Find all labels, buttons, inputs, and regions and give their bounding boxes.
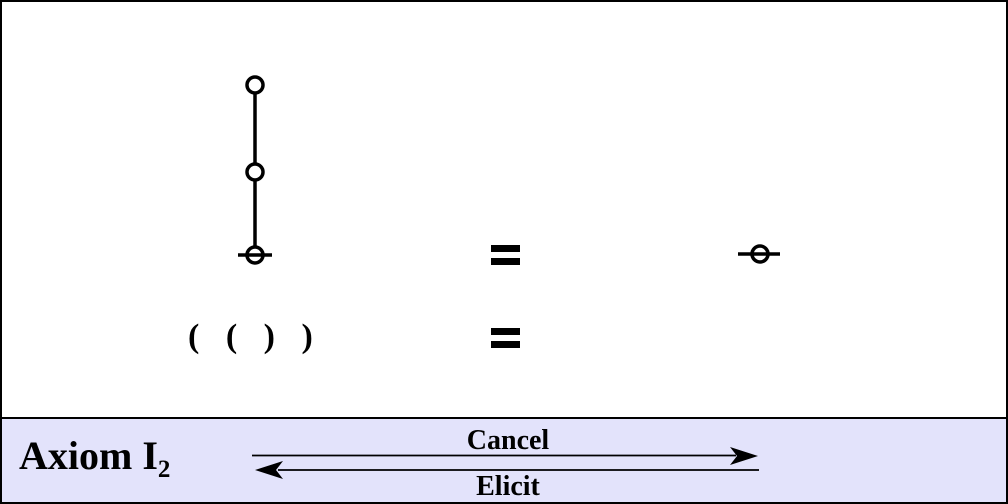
middle-node-circle: [245, 162, 265, 182]
three-circle-chain-diagram: [238, 75, 272, 265]
equals-top-bar: [491, 245, 520, 252]
rewrite-arrows: [252, 447, 759, 479]
axiom-footer-bar: [2, 417, 1006, 502]
right-arrowhead-icon: [730, 447, 758, 465]
equals-top-bar: [491, 328, 520, 335]
equals-sign-row1: [491, 245, 520, 265]
top-node-circle: [245, 75, 265, 95]
axiom-title: Axiom I2: [19, 434, 170, 484]
cancel-label: Cancel: [466, 425, 550, 456]
equals-sign-row2: [491, 328, 520, 348]
cancel-right-arrow: [252, 447, 758, 465]
left-arrowhead-icon: [255, 461, 283, 479]
equals-bottom-bar: [491, 258, 520, 265]
equals-bottom-bar: [491, 341, 520, 348]
single-circle-diagram: [738, 244, 780, 264]
axiom-title-subscript: 2: [157, 456, 171, 483]
elicit-label: Elicit: [476, 471, 540, 502]
nested-parentheses-text: ( ( ) ): [188, 318, 313, 355]
axiom-title-text: Axiom I: [19, 433, 158, 478]
elicit-left-arrow: [255, 461, 759, 479]
